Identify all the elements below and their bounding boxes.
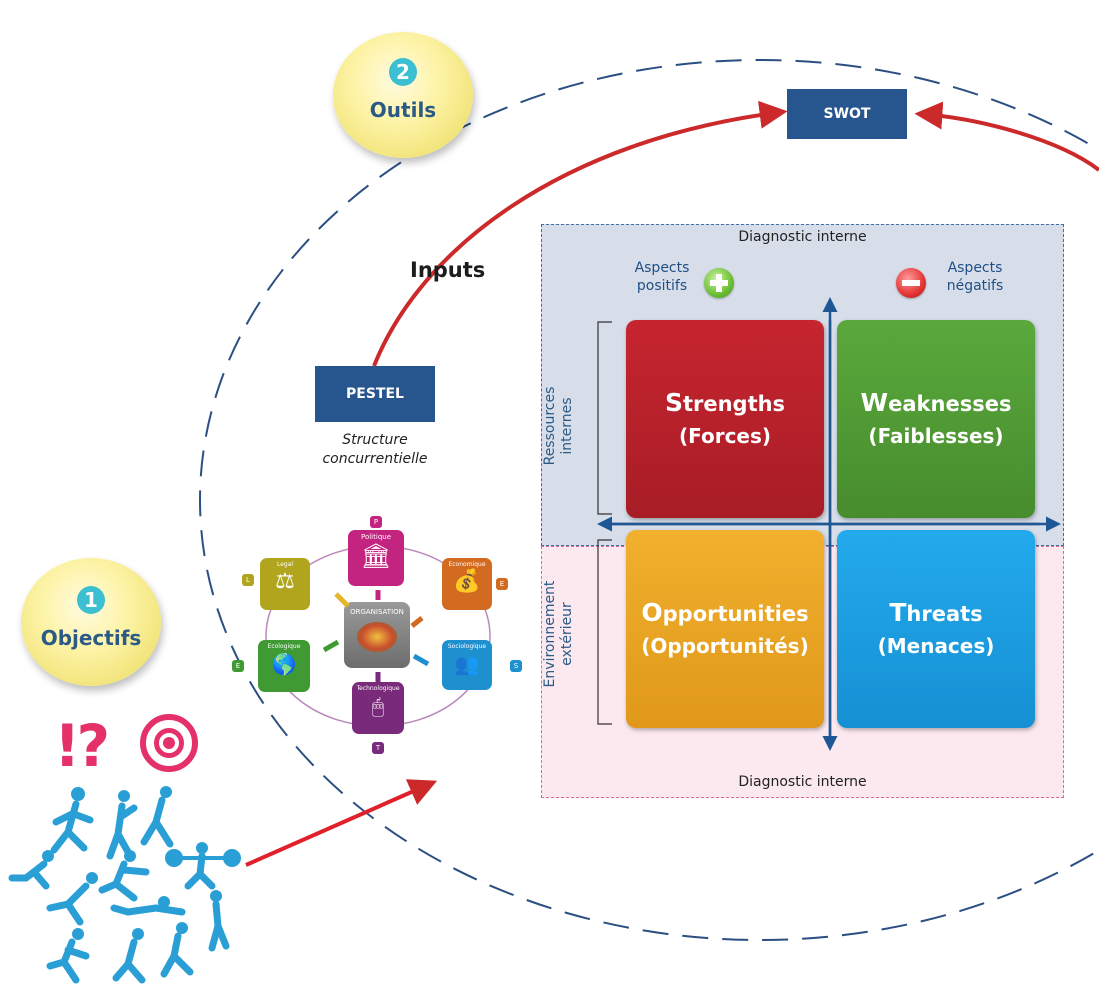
pestel-letter-e2: E [232, 660, 244, 672]
technologique-label: Technologique [356, 685, 400, 692]
outils-number: 2 [389, 58, 417, 86]
question-exclamation-icon: !? [54, 712, 110, 780]
pestel-letter-l: L [242, 574, 254, 586]
pestel-center: ORGANISATION [344, 602, 410, 668]
pestel-center-label: ORGANISATION [350, 608, 404, 616]
objectifs-to-tools-arrow [245, 779, 438, 867]
threats-title: hreats [906, 601, 983, 626]
pestel-letter-t: T [372, 742, 384, 754]
return-to-swot-arrow [914, 101, 1099, 172]
pestel-caption-line1: Structure [342, 432, 408, 448]
ecologique-label: Ecologique [267, 643, 301, 650]
pestel-item-economique: Economique 💰 [442, 558, 492, 610]
pestel-item-sociologique: Sociologique 👥 [442, 640, 492, 690]
internal-bracket [597, 321, 612, 515]
weaknesses-quadrant: Weaknesses (Faiblesses) [837, 320, 1035, 518]
threats-subtitle: (Menaces) [877, 633, 995, 658]
pestel-caption: Structure concurrentielle [300, 431, 450, 469]
diagnostic-top-label: Diagnostic interne [738, 229, 867, 245]
strengths-subtitle: (Forces) [678, 423, 772, 448]
pestel-item-technologique: Technologique 🖱 [352, 682, 404, 734]
weaknesses-initial: W [860, 387, 889, 417]
strengths-title: trengths [682, 391, 786, 416]
negative-aspects-line1: Aspects [947, 260, 1003, 276]
pestel-to-swot-arrow [372, 100, 788, 367]
scope-ellipse [199, 59, 1099, 941]
pestel-item-ecologique: Ecologique 🌎 [258, 640, 310, 692]
positive-aspects-line1: Aspects [634, 260, 690, 276]
pestel-item-legal: Legal ⚖ [260, 558, 310, 610]
diagnostic-bottom-label: Diagnostic interne [738, 774, 867, 790]
politique-label: Politique [360, 533, 392, 541]
pestel-letter-p: P [370, 516, 382, 528]
objectifs-number: 1 [77, 586, 105, 614]
strengths-quadrant: Strengths (Forces) [626, 320, 824, 518]
opportunities-initial: O [641, 597, 663, 627]
weaknesses-subtitle: (Faiblesses) [868, 423, 1004, 448]
objectifs-bubble: 1 Objectifs [21, 558, 161, 686]
minus-icon [896, 268, 926, 298]
pestel-letter-s: S [510, 660, 522, 672]
negative-aspects-label: Aspects négatifs [935, 259, 1015, 295]
opportunities-title: pportunities [662, 601, 809, 626]
target-icon [140, 714, 198, 772]
pestel-letter-e: E [496, 578, 508, 590]
legal-label: Legal [276, 561, 294, 568]
economique-label: Economique [448, 561, 486, 568]
swot-box: SWOT [787, 89, 907, 139]
outils-bubble: 2 Outils [333, 32, 473, 158]
pestel-caption-line2: concurrentielle [322, 451, 428, 467]
positive-aspects-label: Aspects positifs [622, 259, 702, 295]
athletes-icon [8, 786, 241, 984]
opportunities-quadrant: Opportunities (Opportunités) [626, 530, 824, 728]
pestel-box: PESTEL [315, 366, 435, 422]
threats-quadrant: Threats (Menaces) [837, 530, 1035, 728]
strengths-initial: S [664, 387, 683, 417]
inputs-label: Inputs [410, 258, 486, 282]
outils-label: Outils [369, 98, 437, 122]
pestel-wheel: ORGANISATION Politique 🏛 P Economique 💰 … [232, 514, 524, 756]
pestel-item-politique: Politique 🏛 [348, 530, 404, 586]
negative-aspects-line2: négatifs [946, 278, 1004, 294]
positive-aspects-line2: positifs [636, 278, 688, 294]
opportunities-subtitle: (Opportunités) [641, 633, 809, 658]
plus-icon [704, 268, 734, 298]
external-bracket [597, 539, 612, 725]
pestel-inner-arrows [322, 590, 430, 684]
sociologique-label: Sociologique [447, 643, 487, 650]
threats-initial: T [889, 597, 907, 627]
objectifs-label: Objectifs [40, 626, 142, 650]
weaknesses-title: eaknesses [888, 391, 1012, 416]
